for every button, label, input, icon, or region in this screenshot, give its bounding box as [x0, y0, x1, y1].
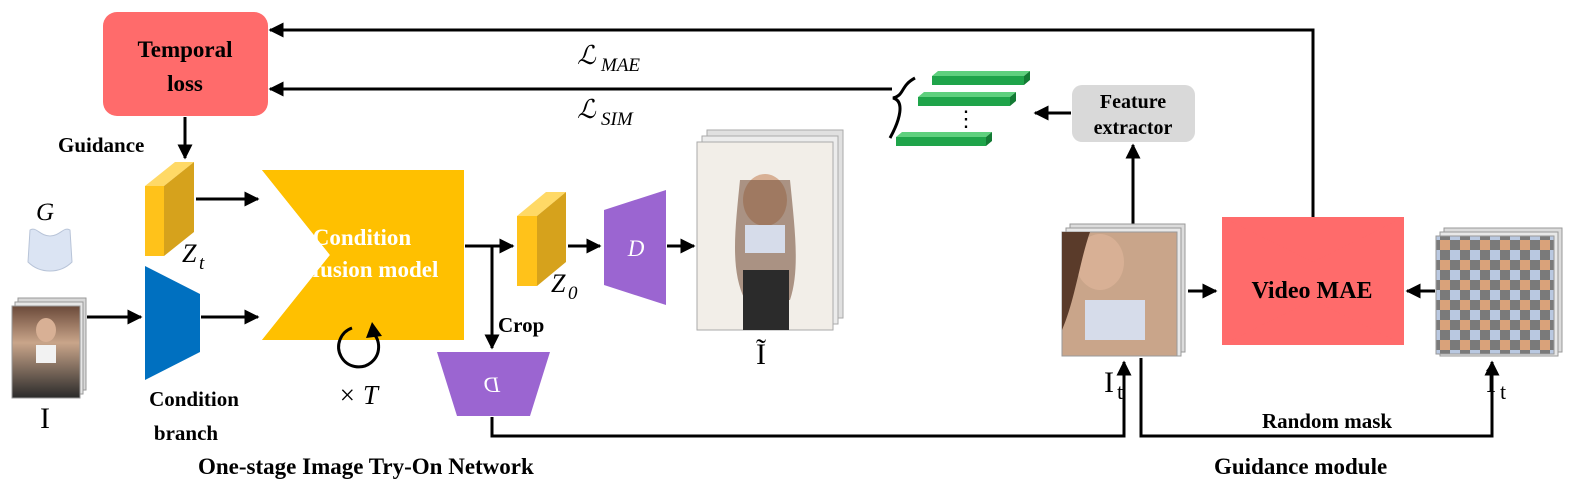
condition-branch-label-line1: Condition [149, 387, 239, 411]
temporal-loss-label-line1: Temporal [138, 37, 233, 62]
garment-symbol: G [36, 199, 54, 226]
condition-branch-label-line2: branch [154, 421, 219, 445]
person-image-stack [11, 297, 87, 399]
feature-vertical-dots: ⋮ [955, 106, 977, 131]
crop-encoder-shape: D [437, 352, 550, 416]
crop-label: Crop [498, 313, 544, 337]
arrow-encoder-to-it [490, 360, 1132, 438]
decoder-label: D [627, 236, 645, 261]
it-video-stack [1061, 223, 1186, 357]
network-caption: One-stage Image Try-On Network [198, 454, 534, 479]
loop-arrowhead-icon [366, 322, 382, 338]
arrow-mae-loss [268, 22, 1315, 218]
random-mask-label: Random mask [1262, 409, 1392, 433]
zt-subscript: t [199, 253, 205, 274]
guidance-caption: Guidance module [1214, 454, 1387, 479]
it-symbol: I [1104, 366, 1114, 399]
arrow-random-mask [1139, 358, 1500, 438]
z0-symbol: Z [551, 269, 566, 298]
video-mae-label: Video MAE [1251, 278, 1372, 304]
loop-icon [337, 326, 381, 369]
loss-mae-subscript: MAE [600, 55, 640, 76]
feature-extractor-label-line2: extractor [1094, 117, 1173, 139]
zt-latent-cube [145, 162, 194, 256]
feature-extractor-label-line1: Feature [1100, 91, 1166, 113]
it-subscript: t [1117, 379, 1123, 404]
condition-diffusion-model: Condition diffusion model [262, 170, 464, 340]
output-symbol: Ĩ [756, 338, 766, 371]
times-t-label: × T [338, 380, 380, 410]
feature-brace [888, 76, 916, 139]
person-symbol: I [40, 402, 50, 435]
z0-subscript: 0 [568, 283, 578, 304]
loss-sim-subscript: SIM [601, 109, 634, 130]
zt-symbol: Z [182, 239, 197, 268]
garment-image [27, 228, 73, 272]
temporal-loss-label-line2: loss [167, 71, 203, 96]
loss-sim-symbol: ℒ [577, 95, 597, 124]
output-video-stack [696, 129, 844, 331]
encoder-label: D [484, 372, 501, 397]
feature-bars [896, 71, 1030, 146]
feature-extractor-box: Feature extractor [1072, 85, 1195, 142]
condition-branch-shape [145, 266, 200, 380]
masked-subscript: t [1500, 379, 1506, 404]
masked-video-stack [1435, 227, 1563, 357]
decoder-shape: D [604, 190, 666, 305]
diffusion-label-line1: Condition [313, 225, 412, 250]
guidance-label: Guidance [58, 133, 144, 157]
video-mae-model: Video MAE [1222, 217, 1404, 345]
temporal-loss-box: Temporal loss [103, 12, 268, 116]
diffusion-label-line2: diffusion model [286, 257, 439, 282]
loss-mae-symbol: ℒ [577, 41, 597, 70]
z0-latent-cube [517, 192, 566, 286]
